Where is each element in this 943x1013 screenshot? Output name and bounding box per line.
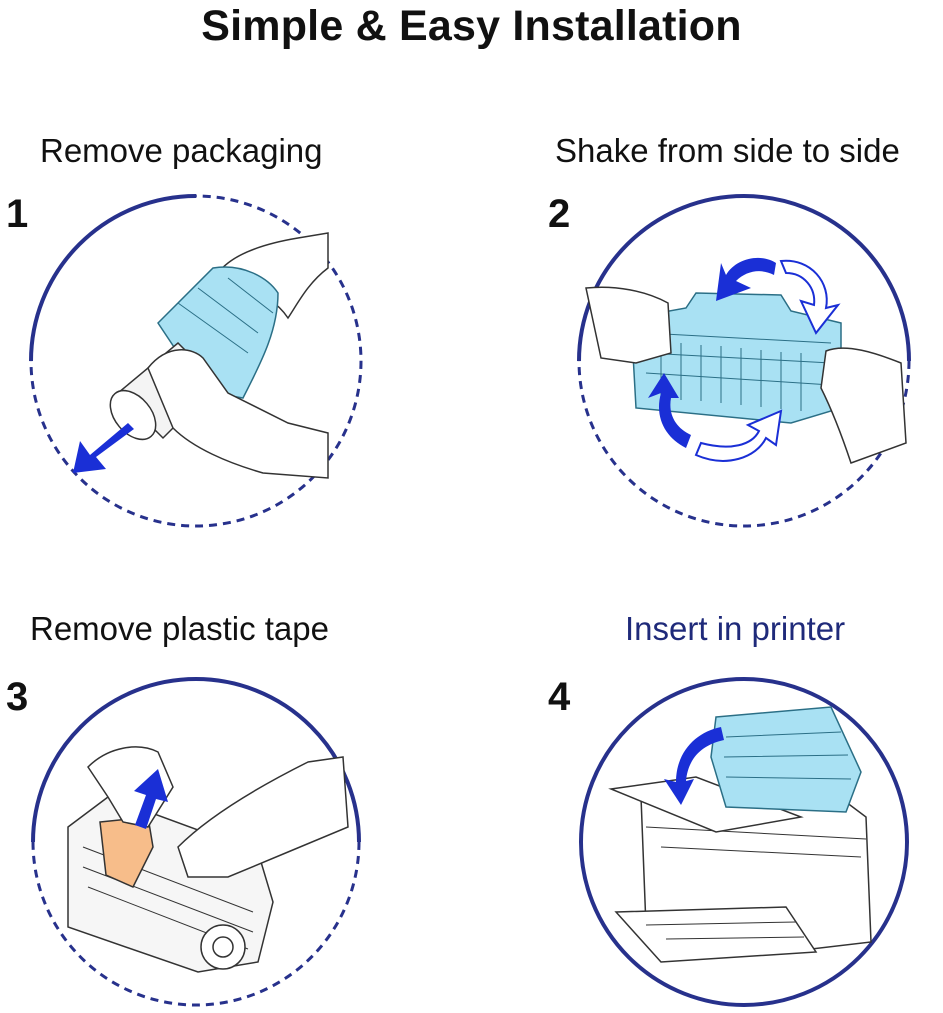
step-2-illustration (576, 193, 916, 533)
step-4-illustration (576, 677, 916, 1007)
step-1-number: 1 (6, 192, 29, 236)
step-4-label: Insert in printer (625, 610, 846, 647)
insert-printer-icon (579, 677, 909, 1007)
step-4-number: 4 (548, 675, 571, 719)
step-1-label: Remove packaging (40, 132, 323, 169)
page-title: Simple & Easy Installation (201, 2, 742, 50)
step-1-illustration (28, 193, 368, 533)
step-2-label: Shake from side to side (555, 132, 900, 169)
unpack-cartridge-icon (29, 194, 363, 528)
step-3-label: Remove plastic tape (30, 610, 329, 647)
step-3-number: 3 (6, 675, 29, 719)
shake-cartridge-icon (577, 194, 911, 528)
step-2-number: 2 (548, 192, 571, 236)
step-3-illustration (28, 677, 368, 1007)
remove-tape-icon (31, 677, 361, 1007)
